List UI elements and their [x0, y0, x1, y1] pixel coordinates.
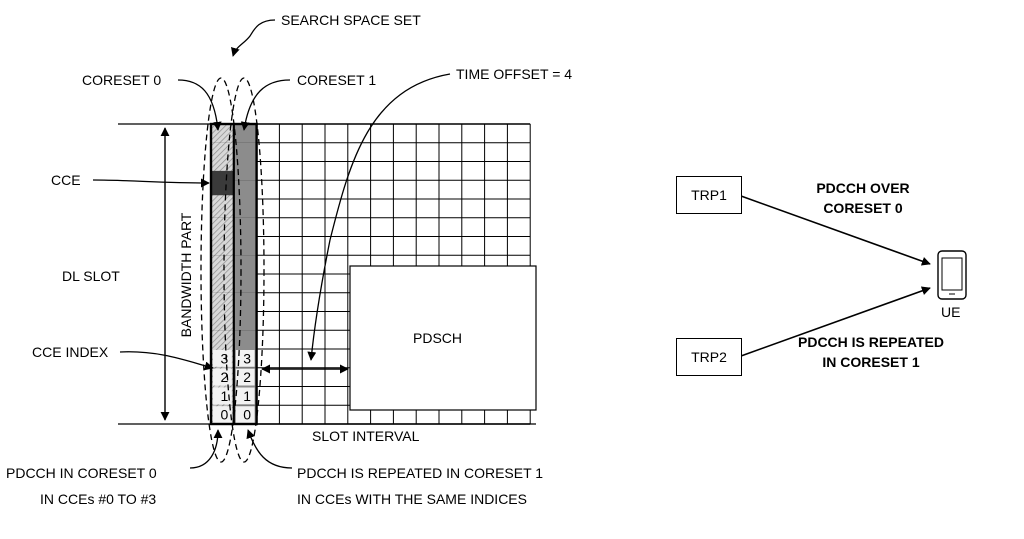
coreset1-cce-cell — [233, 255, 257, 274]
coreset0-cce-cell — [211, 199, 234, 218]
pdcch-repeated-right-line1: PDCCH IS REPEATED — [798, 334, 944, 350]
coreset1-cce-index: 0 — [243, 407, 251, 423]
dl-slot-label: DL SLOT — [62, 268, 120, 284]
coreset0-cce-index: 2 — [221, 369, 229, 385]
coreset0-cce-cell — [211, 274, 234, 293]
coreset1-cce-cell — [233, 311, 257, 331]
trp1-box: TRP1 — [676, 176, 742, 214]
pdcch-repeated-leader — [246, 429, 293, 469]
indexed-cce-cell — [235, 350, 255, 367]
coreset1-cce-cell — [233, 142, 257, 162]
coreset0-dashed-ellipse — [200, 77, 242, 463]
cce-label: CCE — [51, 172, 81, 188]
indexed-cce-cell — [213, 368, 232, 386]
coreset0-cce-cell — [211, 330, 234, 349]
coreset0-cce-cell — [211, 236, 234, 256]
coreset1-label: CORESET 1 — [297, 72, 377, 88]
indexed-cce-cell — [235, 406, 255, 423]
coreset0-label: CORESET 0 — [82, 72, 162, 88]
coreset0-cce-cell — [211, 217, 234, 237]
cce-index-label: CCE INDEX — [32, 344, 109, 360]
indexed-cce-cell — [235, 387, 255, 405]
coreset1-cce-cell — [233, 236, 257, 256]
coreset1-cce-cell — [233, 292, 257, 312]
time-offset-label: TIME OFFSET = 4 — [456, 66, 573, 82]
trp1-to-ue-arrow — [740, 195, 931, 266]
indexed-cce-cell — [213, 387, 232, 405]
pdcch-coreset0-line2: IN CCEs #0 TO #3 — [40, 491, 157, 507]
coreset0-cce-index: 1 — [221, 388, 229, 404]
indexed-cce-cell — [235, 368, 255, 386]
coreset1-cce-cell — [233, 180, 257, 199]
coreset1-cce-index: 2 — [243, 369, 251, 385]
coreset1-dashed-ellipse — [223, 77, 265, 463]
search-space-set-leader — [231, 19, 276, 57]
coreset0-cce-cell — [211, 142, 234, 162]
trp2-label: TRP2 — [691, 349, 727, 365]
indexed-cce-cell — [213, 350, 232, 367]
pdcch-repeated-line2: IN CCEs WITH THE SAME INDICES — [297, 491, 527, 507]
coreset1-cce-cell — [233, 330, 257, 349]
coreset1-cce-cell — [233, 161, 257, 181]
indexed-cce-cell — [213, 406, 232, 423]
highlighted-cce — [211, 170, 234, 196]
coreset0-cce-cell — [211, 255, 234, 274]
bandwidth-part-label: BANDWIDTH PART — [178, 212, 194, 338]
coreset0-leader — [177, 79, 222, 131]
pdsch-label: PDSCH — [413, 330, 463, 346]
search-space-set-label: SEARCH SPACE SET — [281, 12, 421, 28]
coreset0-cce-cell — [211, 311, 234, 331]
coreset1-cce-index: 1 — [243, 388, 251, 404]
ue-label: UE — [941, 304, 961, 320]
pdcch-repeated-line1: PDCCH IS REPEATED IN CORESET 1 — [297, 465, 544, 481]
coreset1-leader — [240, 79, 291, 131]
coreset1-cce-cell — [233, 217, 257, 237]
coreset1-cce-cell — [233, 274, 257, 293]
coreset0-cce-index: 3 — [221, 350, 229, 366]
pdcch-coreset0-leader — [189, 429, 223, 469]
slot-interval-label: SLOT INTERVAL — [312, 428, 420, 444]
trp2-box: TRP2 — [676, 338, 742, 376]
trp2-to-ue-arrow — [740, 286, 931, 357]
coreset1-cce-cell — [233, 124, 257, 143]
pdcch-over-line2: CORESET 0 — [823, 200, 903, 216]
pdcch-over-line1: PDCCH OVER — [816, 180, 910, 196]
coreset0-cce-index: 0 — [221, 407, 229, 423]
coreset1-cce-index: 3 — [243, 350, 251, 366]
pdcch-coreset0-line1: PDCCH IN CORESET 0 — [6, 465, 157, 481]
coreset1-cce-cell — [233, 199, 257, 218]
trp1-label: TRP1 — [691, 187, 727, 203]
time-offset-leader — [307, 73, 451, 361]
coreset0-cce-cell — [211, 292, 234, 312]
cce-leader — [92, 178, 210, 188]
cce-index-leader — [119, 351, 214, 371]
pdsch-box — [349, 265, 537, 411]
pdcch-repeated-right-line2: IN CORESET 1 — [822, 354, 920, 370]
phone-icon — [937, 250, 967, 300]
